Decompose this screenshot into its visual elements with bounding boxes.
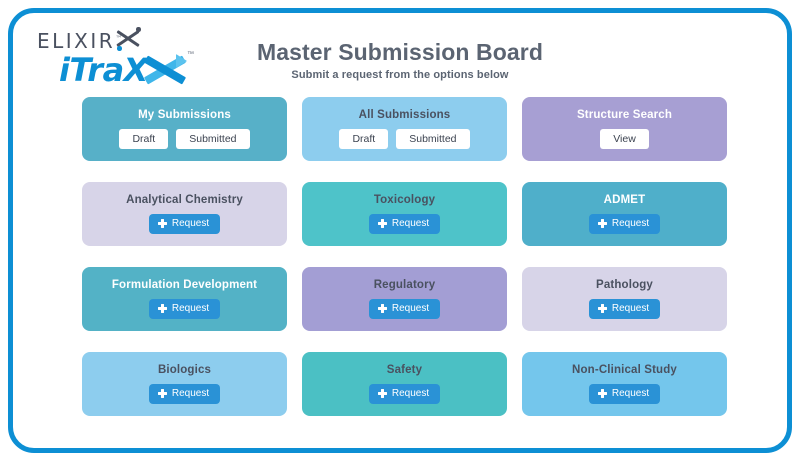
- button-label: Draft: [352, 132, 376, 145]
- button-label: Submitted: [189, 132, 237, 145]
- page-subtitle: Submit a request from the options below: [291, 69, 509, 82]
- card-title: Non-Clinical Study: [572, 364, 677, 377]
- request-button[interactable]: Request: [588, 384, 661, 404]
- card-title: Regulatory: [373, 279, 436, 292]
- card-action-row: Request: [588, 299, 661, 319]
- view-button[interactable]: View: [600, 128, 649, 149]
- app-frame: ELIXIR™ iTraX ™ Master Submission Board …: [8, 8, 792, 453]
- button-label: View: [613, 132, 636, 145]
- plus-icon: [377, 304, 387, 314]
- card-action-row: Draft Submitted: [339, 128, 470, 149]
- draft-button[interactable]: Draft: [339, 128, 389, 149]
- button-label: Request: [171, 388, 210, 400]
- logo-itrax-wordmark: iTraX: [59, 51, 148, 89]
- draft-button[interactable]: Draft: [119, 128, 169, 149]
- card-action-row: Request: [148, 299, 221, 319]
- submitted-button[interactable]: Submitted: [396, 128, 470, 149]
- plus-icon: [157, 389, 167, 399]
- plus-icon: [157, 304, 167, 314]
- plus-icon: [597, 219, 607, 229]
- request-button[interactable]: Request: [588, 299, 661, 319]
- request-button[interactable]: Request: [148, 384, 221, 404]
- card-title: Formulation Development: [111, 279, 258, 292]
- button-label: Submitted: [409, 132, 457, 145]
- request-button[interactable]: Request: [368, 214, 441, 234]
- card-title: ADMET: [603, 194, 646, 207]
- button-label: Request: [611, 388, 650, 400]
- request-button[interactable]: Request: [368, 384, 441, 404]
- card-title: Biologics: [157, 364, 212, 377]
- request-button[interactable]: Request: [148, 299, 221, 319]
- card-action-row: Request: [368, 384, 441, 404]
- card-action-row: Request: [588, 214, 661, 234]
- card-title: Analytical Chemistry: [126, 194, 243, 207]
- button-label: Request: [171, 218, 210, 230]
- card-title: Pathology: [596, 279, 653, 292]
- card-title: My Submissions: [138, 109, 231, 122]
- button-label: Draft: [132, 132, 156, 145]
- card-action-row: View: [600, 128, 649, 149]
- button-label: Request: [391, 218, 430, 230]
- button-label: Request: [391, 303, 430, 315]
- card-action-row: Request: [368, 299, 441, 319]
- elixir-itrax-logo[interactable]: ELIXIR™ iTraX ™: [31, 27, 201, 93]
- submitted-button[interactable]: Submitted: [176, 128, 250, 149]
- card-action-row: Draft Submitted: [119, 128, 250, 149]
- plus-icon: [377, 389, 387, 399]
- request-button[interactable]: Request: [368, 299, 441, 319]
- plus-icon: [597, 389, 607, 399]
- request-button[interactable]: Request: [588, 214, 661, 234]
- card-title: Toxicology: [373, 194, 436, 207]
- button-label: Request: [391, 388, 430, 400]
- itrax-trademark-symbol: ™: [187, 51, 194, 58]
- logo-elixir-text: ELIXIR: [37, 29, 116, 53]
- card-title: Safety: [386, 364, 423, 377]
- card-action-row: Request: [148, 214, 221, 234]
- button-label: Request: [171, 303, 210, 315]
- header: Master Submission Board Submit a request…: [13, 39, 787, 81]
- card-action-row: Request: [368, 214, 441, 234]
- card-title: Structure Search: [576, 109, 673, 122]
- plus-icon: [597, 304, 607, 314]
- page-title: Master Submission Board: [256, 39, 544, 65]
- logo-itrax-text: iTraX: [59, 51, 148, 89]
- card-action-row: Request: [588, 384, 661, 404]
- button-label: Request: [611, 303, 650, 315]
- button-label: Request: [611, 218, 650, 230]
- card-title: All Submissions: [358, 109, 451, 122]
- card-admet[interactable]: ADMET Request: [522, 182, 727, 246]
- plus-icon: [377, 219, 387, 229]
- request-button[interactable]: Request: [148, 214, 221, 234]
- plus-icon: [157, 219, 167, 229]
- card-action-row: Request: [148, 384, 221, 404]
